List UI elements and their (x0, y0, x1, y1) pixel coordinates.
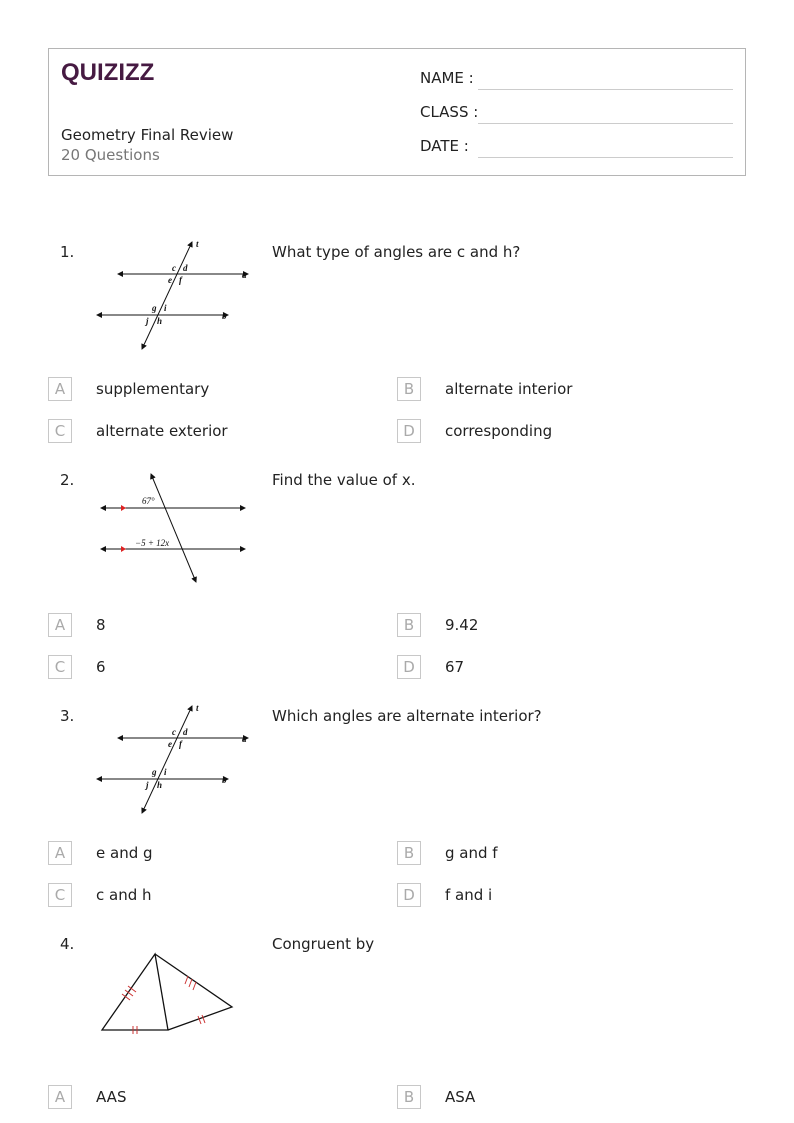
class-label: CLASS : (420, 103, 479, 121)
svg-text:d: d (183, 263, 188, 273)
option-letter: A (48, 1085, 72, 1109)
svg-text:e: e (168, 275, 172, 285)
date-field[interactable] (478, 157, 733, 158)
svg-text:h: h (157, 780, 162, 790)
name-field[interactable] (478, 89, 733, 90)
option-letter: C (48, 419, 72, 443)
question-text: Congruent by (272, 935, 375, 953)
option-letter: C (48, 883, 72, 907)
option-text: corresponding (445, 422, 553, 440)
option-letter: C (48, 655, 72, 679)
option-letter: B (397, 613, 421, 637)
transversal-angle-figure: 67° −5 + 12x (100, 473, 246, 583)
question-text: Which angles are alternate interior? (272, 707, 542, 725)
question-text: What type of angles are c and h? (272, 243, 521, 261)
option-letter: B (397, 1085, 421, 1109)
question-number: 2. (60, 471, 75, 489)
option-text: 6 (96, 658, 106, 676)
option-d[interactable]: D 67 (397, 655, 464, 679)
svg-text:h: h (157, 316, 162, 326)
option-letter: B (397, 841, 421, 865)
class-field[interactable] (478, 123, 733, 124)
worksheet-header: QUIZIZZ Geometry Final Review 20 Questio… (48, 48, 746, 176)
option-text: supplementary (96, 380, 210, 398)
option-letter: A (48, 613, 72, 637)
option-letter: B (397, 377, 421, 401)
date-label: DATE : (420, 137, 469, 155)
option-a[interactable]: A AAS (48, 1085, 126, 1109)
svg-text:c: c (172, 263, 176, 273)
svg-text:g: g (151, 303, 157, 313)
option-text: 9.42 (445, 616, 479, 634)
svg-text:i: i (164, 767, 167, 777)
svg-text:e: e (168, 739, 172, 749)
option-letter: A (48, 377, 72, 401)
option-b[interactable]: B ASA (397, 1085, 475, 1109)
svg-text:b: b (222, 311, 227, 321)
option-letter: D (397, 883, 421, 907)
svg-text:f: f (179, 275, 183, 285)
option-text: c and h (96, 886, 152, 904)
svg-text:67°: 67° (142, 496, 155, 506)
svg-text:d: d (183, 727, 188, 737)
option-text: ASA (445, 1088, 476, 1106)
option-letter: D (397, 655, 421, 679)
svg-text:c: c (172, 727, 176, 737)
svg-text:b: b (222, 775, 227, 785)
question-count: 20 Questions (61, 146, 160, 164)
svg-text:a: a (242, 270, 247, 280)
option-text: f and i (445, 886, 493, 904)
option-letter: D (397, 419, 421, 443)
option-text: g and f (445, 844, 498, 862)
option-text: alternate interior (445, 380, 573, 398)
option-letter: A (48, 841, 72, 865)
question-number: 3. (60, 707, 75, 725)
triangles-figure (100, 952, 234, 1034)
question-number: 4. (60, 935, 75, 953)
option-text: 67 (445, 658, 465, 676)
option-text: AAS (96, 1088, 127, 1106)
option-text: e and g (96, 844, 153, 862)
quizizz-logo: QUIZIZZ (61, 59, 155, 86)
svg-text:t: t (196, 703, 199, 713)
svg-text:i: i (164, 303, 167, 313)
option-text: alternate exterior (96, 422, 228, 440)
option-text: 8 (96, 616, 106, 634)
svg-text:a: a (242, 734, 247, 744)
worksheet-title: Geometry Final Review (61, 126, 234, 144)
svg-text:t: t (196, 239, 199, 249)
question-text: Find the value of x. (272, 471, 416, 489)
svg-text:−5 + 12x: −5 + 12x (135, 538, 169, 548)
svg-text:g: g (151, 767, 157, 777)
svg-text:j: j (144, 316, 149, 326)
svg-text:j: j (144, 780, 149, 790)
question-number: 1. (60, 243, 75, 261)
option-b[interactable]: B 9.42 (397, 613, 478, 637)
svg-text:f: f (179, 739, 183, 749)
name-label: NAME : (420, 69, 474, 87)
